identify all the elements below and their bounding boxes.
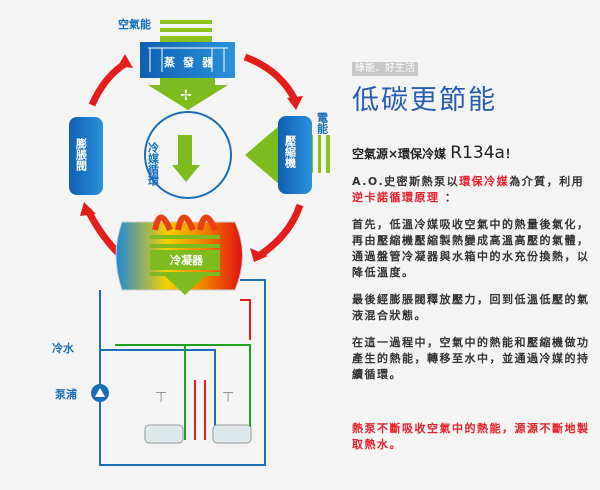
p1-e: ：	[439, 191, 458, 204]
faucet-icon: ⊤	[155, 390, 167, 406]
faucet-icon: ⊤	[222, 390, 234, 406]
down-arrow	[148, 78, 228, 110]
p1-c: 為介質，利用	[509, 175, 585, 188]
text-panel: 綠能．好生活 低碳更節能 空氣源×環保冷媒 R134a！ A.O.史密斯熱泵以環…	[352, 56, 592, 453]
expansion-valve-box	[69, 117, 103, 195]
condenser-box	[150, 250, 220, 270]
refrigerant-name: R134a	[450, 143, 505, 163]
p1-a: A.O.史密斯熱泵以	[352, 175, 460, 188]
bathtub-icon	[212, 424, 252, 444]
paragraph-3: 最後經膨脹閥釋放壓力，回到低溫低壓的氣液混合狀態。	[352, 293, 590, 322]
compressor-label: 壓縮機	[284, 135, 297, 169]
subtitle-text: 空氣源×環保冷媒	[352, 147, 447, 161]
condenser-label: 冷凝器	[170, 253, 204, 267]
electric-energy-label: 電能	[316, 112, 329, 135]
expansion-valve-label: 膨脹閥	[75, 137, 89, 172]
subtitle-end: ！	[504, 147, 517, 161]
pump-label: 泵浦	[55, 387, 77, 401]
intro-paragraph: A.O.史密斯熱泵以環保冷媒為介質，利用逆卡諾循環原理 ：	[352, 174, 592, 206]
p1-highlight-2: 逆卡諾循環原理	[352, 191, 440, 204]
paragraph-2: 首先，低溫冷媒吸收空氣中的熱量後氣化，再由壓縮機壓縮製熱變成高溫高壓的氣體，通過…	[352, 218, 590, 279]
refrigerant-cycle-circle	[144, 111, 232, 199]
tagline: 綠能．好生活	[352, 62, 418, 76]
highlight-paragraph: 熱泵不斷吸收空氣中的熱能，源源不斷地製取熱水。	[352, 422, 590, 451]
cold-water-label: 冷水	[52, 341, 75, 355]
fan-icon: ✢	[180, 88, 192, 104]
compressor-box	[278, 116, 312, 194]
refrigerant-cycle-label: 冷媒循環	[147, 141, 161, 187]
bathtub-icon	[144, 424, 184, 444]
page-title: 低碳更節能	[352, 85, 497, 116]
p1-highlight: 環保冷媒	[459, 175, 510, 188]
subtitle: 空氣源×環保冷媒 R134a！	[352, 143, 592, 163]
paragraph-4: 在這一過程中，空氣中的熱能和壓縮機做功產生的熱能，轉移至水中，並通過冷媒的持續循…	[352, 336, 590, 381]
air-energy-label: 空氣能	[118, 17, 151, 31]
heat-pump-diagram: 空氣能 蒸發器 ✢ 冷媒循環 電能 壓縮機 膨脹閥 冷凝器 冷水 泵浦 ⊤ ⊤	[52, 17, 330, 466]
evaporator-label: 蒸發器	[164, 55, 221, 69]
